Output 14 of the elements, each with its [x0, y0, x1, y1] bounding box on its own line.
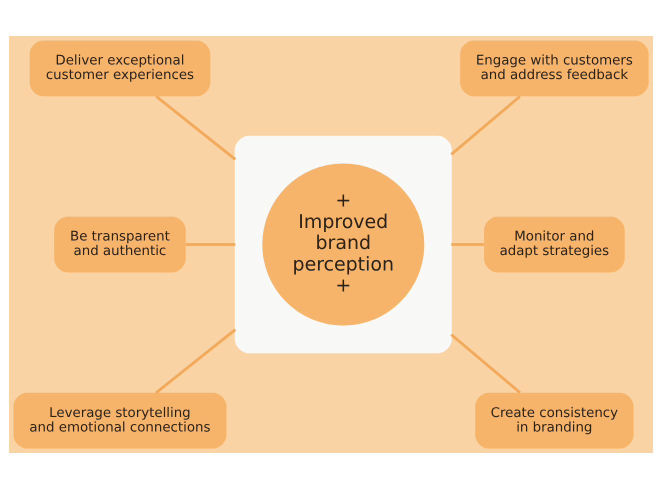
- node-box: Create consistency in branding: [474, 392, 633, 449]
- cluster: [234, 136, 452, 354]
- connector: [185, 243, 235, 246]
- connector: [154, 95, 236, 160]
- node-box: Deliver exceptional customer experiences: [29, 40, 210, 96]
- connector: [154, 328, 236, 394]
- node-box: Be transparent and authentic: [54, 216, 186, 272]
- node-circle: + Improved brand perception +: [262, 164, 424, 326]
- connector: [450, 334, 520, 394]
- node-box: Leverage storytelling and emotional connections: [12, 392, 226, 449]
- connector: [450, 95, 520, 156]
- node-box: Engage with customers and address feedback: [460, 40, 648, 96]
- connector: [450, 243, 484, 246]
- node-box: Monitor and adapt strategies: [484, 216, 624, 272]
